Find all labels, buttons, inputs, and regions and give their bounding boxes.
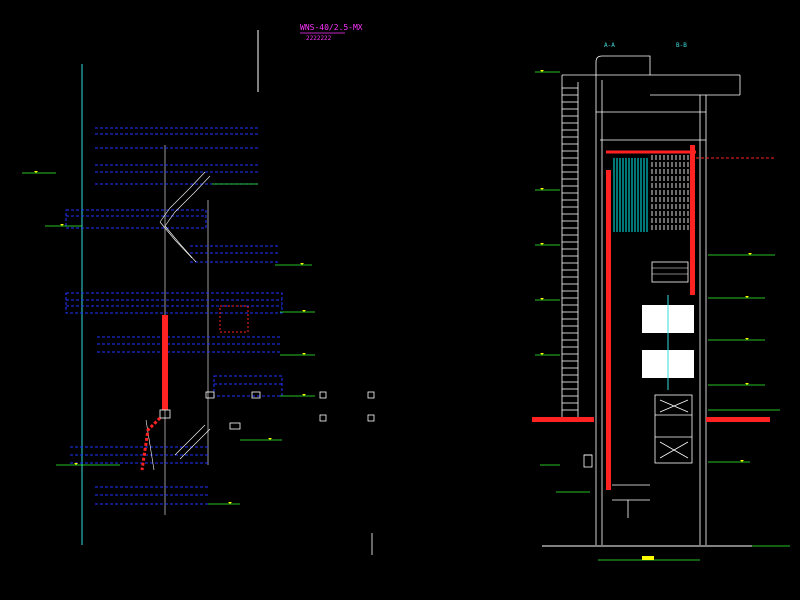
stairway-upper (159, 171, 211, 263)
left-elevation-view (22, 64, 375, 555)
access-ladder (561, 75, 579, 418)
operating-floor-right (706, 417, 770, 422)
platform-group-upper (65, 209, 280, 263)
stairway-lower (145, 419, 211, 471)
drawing-title: WNS-40/2.5-MX (300, 23, 363, 32)
platform-group-lower (70, 446, 210, 505)
furnace-walls (595, 80, 707, 545)
inspection-hatch (219, 305, 249, 333)
right-section-view: A-A B-B (532, 42, 790, 561)
section-label-b: B-B (676, 42, 687, 49)
water-wall-left (606, 170, 611, 490)
boiler-roof (562, 55, 741, 96)
column-fittings (205, 391, 375, 555)
platform-group-middle (65, 292, 283, 397)
combustion-chamber (583, 394, 693, 518)
superheater-bank (651, 155, 689, 232)
section-label-a: A-A (604, 42, 615, 49)
drawing-title-block: WNS-40/2.5-MX 2222222 (257, 23, 363, 92)
water-wall-right (690, 145, 695, 295)
elevation-markers-left (22, 171, 315, 505)
platform-group-top (95, 127, 260, 185)
drum-block-upper (651, 261, 689, 283)
riser-pipe (140, 315, 171, 471)
operating-floor (532, 417, 594, 422)
elevation-markers-right (535, 70, 780, 493)
drawing-subtitle: 2222222 (306, 35, 332, 42)
tube-bank (613, 158, 648, 232)
